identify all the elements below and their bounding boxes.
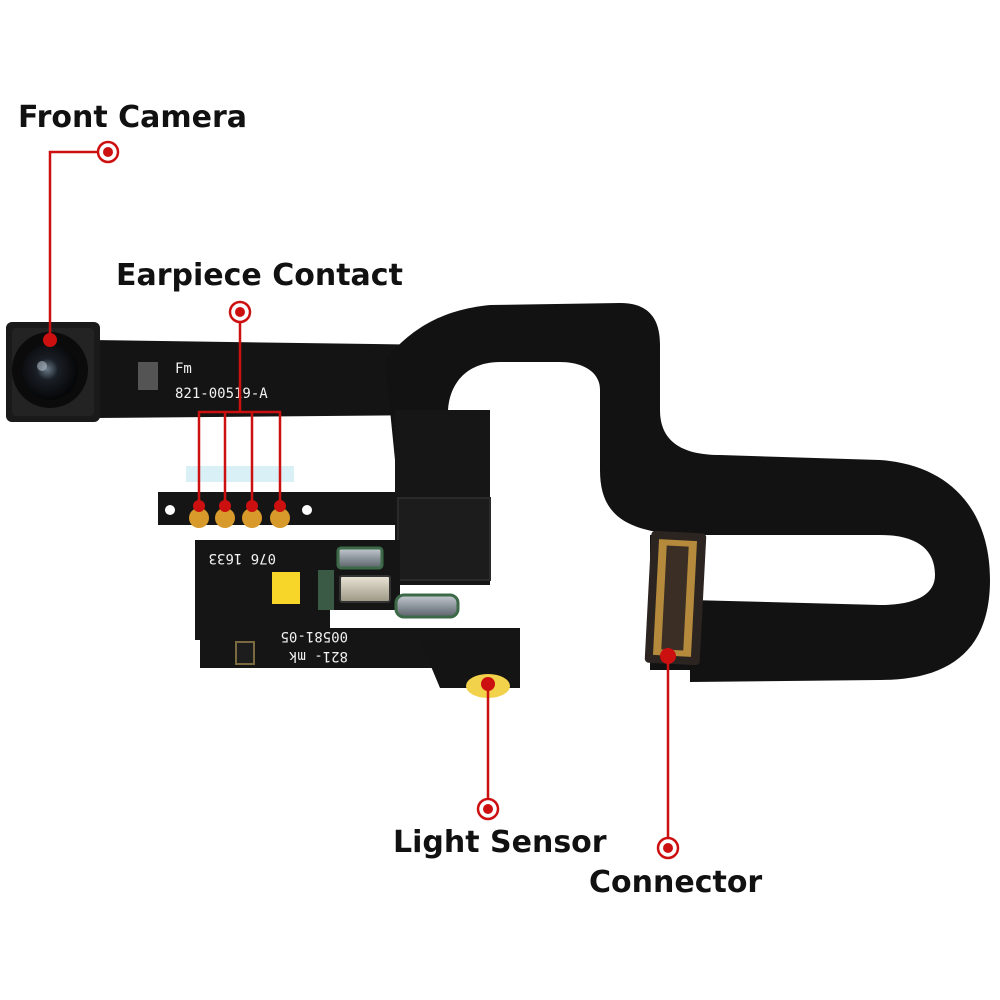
board-connector [644,530,707,666]
dot-light-sensor-target [481,677,495,691]
silkscreen-text: Fm 821-00519-A 076 1633 00581-05 821- mk [138,361,348,664]
callout-dots [43,140,680,860]
front-camera-leader [48,150,108,338]
earpiece-bracket [197,410,282,506]
yellow-component [272,572,300,604]
sensor-board [195,540,520,688]
dot-connector-target [660,648,676,664]
silk-part-number-2: 00581-05 [281,628,348,644]
label-front-camera: Front Camera [18,100,248,135]
label-connector: Connector [589,865,763,900]
callouts [48,150,670,846]
front-camera-module [6,322,100,422]
silk-marking-top: Fm [175,361,192,377]
silk-marking-code: 076 1633 [209,550,276,566]
silk-marking-mk: 821- mk [288,648,348,664]
silk-part-number: 821-00519-A [175,386,268,402]
dot-front-camera-target [43,333,57,347]
label-earpiece-contact: Earpiece Contact [116,258,403,293]
label-light-sensor: Light Sensor [393,825,607,860]
earpiece-pads [189,508,290,528]
